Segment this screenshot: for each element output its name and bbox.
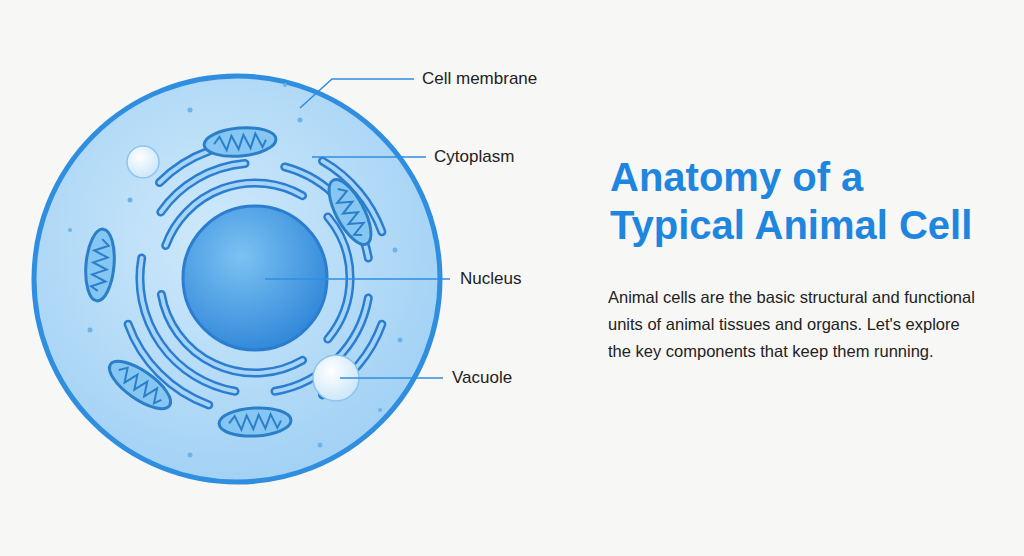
part-label: Vacuole [452, 367, 512, 389]
part-label: Nucleus [460, 268, 521, 290]
part-label: Cell membrane [422, 68, 537, 90]
page-title: Anatomy of a Typical Animal Cell [610, 153, 1005, 249]
vacuole-small [127, 146, 159, 178]
endoplasmic-reticulum [128, 151, 382, 405]
nucleus-shape [183, 206, 327, 350]
mitochondria [83, 125, 379, 438]
part-label: Cytoplasm [434, 146, 514, 168]
ribosome-dots [68, 83, 403, 458]
leader-lines [265, 79, 450, 378]
intro-caption: Animal cells are the basic structural an… [608, 284, 980, 365]
